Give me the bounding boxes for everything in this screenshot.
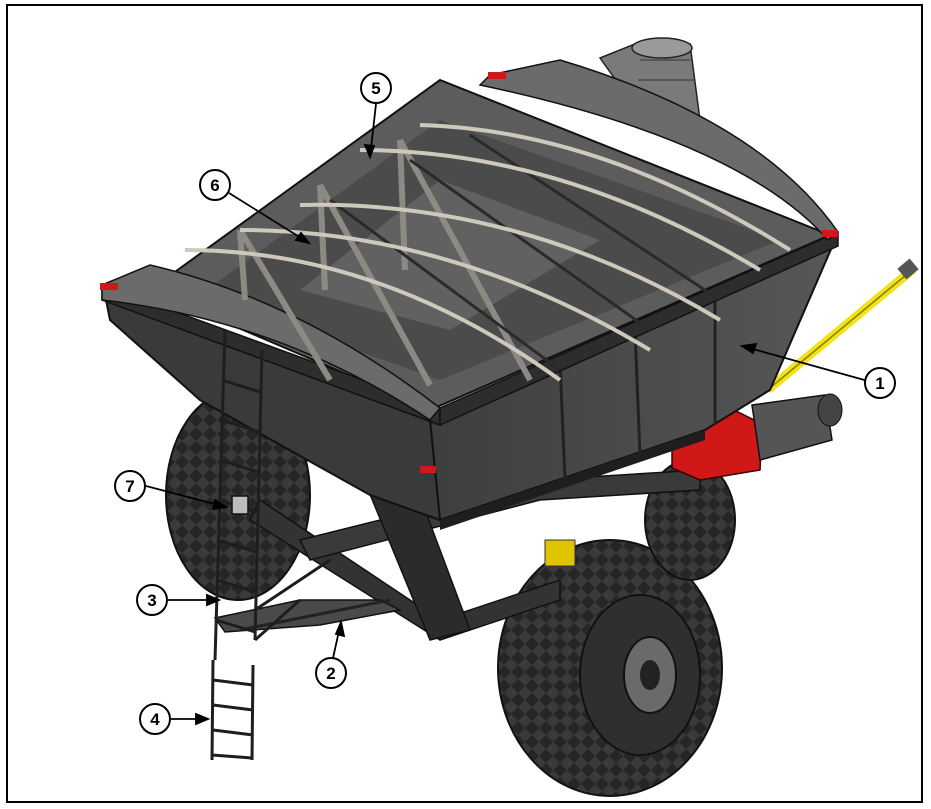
callout-7: 7 <box>114 470 146 502</box>
leader-lines <box>145 103 869 726</box>
rear-right-wheel <box>497 539 723 797</box>
callout-4: 4 <box>139 703 171 735</box>
tarp-bows <box>184 123 792 382</box>
hopper-body <box>103 238 837 530</box>
callout-4-label: 4 <box>150 710 160 729</box>
callout-1: 1 <box>864 367 896 399</box>
manual-holder <box>231 495 249 515</box>
callout-2-label: 2 <box>326 664 335 683</box>
pto-driveline <box>765 258 919 393</box>
callout-5-label: 5 <box>371 79 380 98</box>
interior-bracing-dark <box>329 133 721 372</box>
callout-3: 3 <box>136 584 168 616</box>
callout-3-label: 3 <box>147 591 156 610</box>
callout-7-label: 7 <box>125 477 134 496</box>
auger-gearbox <box>671 393 843 481</box>
callout-6-label: 6 <box>210 176 219 195</box>
callout-5: 5 <box>360 72 392 104</box>
callout-1-label: 1 <box>875 374 884 393</box>
ladder <box>210 329 331 761</box>
callout-2: 2 <box>315 657 347 689</box>
top-rim <box>100 59 840 473</box>
callout-6: 6 <box>199 169 231 201</box>
